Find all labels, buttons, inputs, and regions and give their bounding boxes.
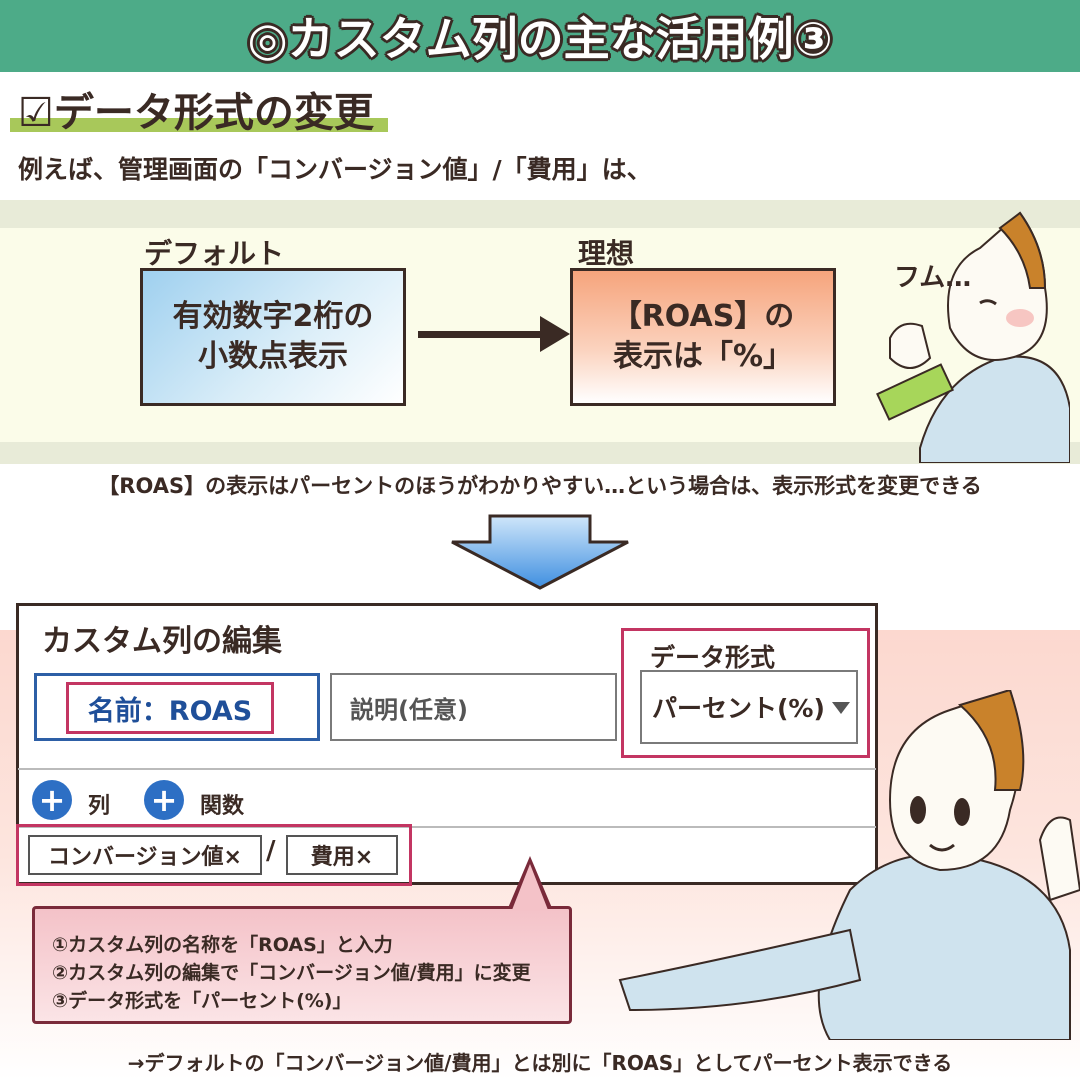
formula-operator: / <box>266 836 276 866</box>
steps-callout <box>32 906 572 1024</box>
data-format-select[interactable]: パーセント(%) <box>640 670 858 744</box>
section-underline <box>10 118 388 132</box>
character-pointing-illustration <box>618 690 1080 1040</box>
dialog-title: カスタム列の編集 <box>42 624 282 659</box>
ideal-line1: 【ROAS】の <box>611 298 795 334</box>
default-label: デフォルト <box>144 237 285 270</box>
add-column-icon[interactable]: + <box>32 780 72 820</box>
add-column-button[interactable]: 列 <box>88 794 111 819</box>
step-1: ①カスタム列の名称を「ROAS」と入力 <box>52 934 393 956</box>
custom-column-dialog <box>16 603 878 885</box>
header-band <box>0 0 1080 72</box>
callout-tail-inner <box>512 864 548 910</box>
page-title: ◎カスタム列の主な活用例③ <box>247 12 833 66</box>
intro-text: 例えば、管理画面の「コンバージョン値」/「費用」は、 <box>18 155 652 184</box>
section-title: ☑データ形式の変更 <box>18 90 374 136</box>
footer-text: →デフォルトの「コンバージョン値/費用」とは別に「ROAS」としてパーセント表示… <box>127 1051 953 1075</box>
name-value[interactable]: 名前：ROAS <box>66 682 274 734</box>
data-format-label: データ形式 <box>650 643 776 672</box>
explanation-text: 【ROAS】の表示はパーセントのほうがわかりやすい…という場合は、表示形式を変更… <box>98 474 982 498</box>
data-format-highlight <box>621 628 870 758</box>
band-bottom-stripe <box>0 442 1080 464</box>
ideal-box: 【ROAS】の 表示は「%」 <box>570 268 836 406</box>
default-line1: 有効数字2桁の <box>172 298 374 334</box>
ideal-label: 理想 <box>578 237 635 270</box>
default-line2: 小数点表示 <box>198 339 348 374</box>
character-thinking-illustration: フム… <box>876 211 1070 463</box>
ideal-line2: 表示は「%」 <box>612 339 794 374</box>
chip-cost[interactable]: 費用× <box>286 835 398 875</box>
chip-conversion-value[interactable]: コンバージョン値× <box>28 835 262 875</box>
default-box: 有効数字2桁の 小数点表示 <box>140 268 406 406</box>
arrow-head-icon <box>540 316 570 352</box>
divider <box>18 768 876 770</box>
formula-highlight <box>16 824 412 886</box>
arrow-right-icon <box>418 331 544 338</box>
add-function-icon[interactable]: + <box>144 780 184 820</box>
step-3: ③データ形式を「パーセント(%)」 <box>52 990 352 1012</box>
dropdown-caret-icon[interactable] <box>832 702 850 714</box>
band-top-stripe <box>0 200 1080 228</box>
svg-text:フム…: フム… <box>894 263 971 293</box>
add-function-button[interactable]: 関数 <box>200 794 245 819</box>
down-arrow-icon <box>451 514 629 590</box>
description-input[interactable]: 説明(任意) <box>330 673 617 741</box>
divider <box>18 826 876 828</box>
step-2: ②カスタム列の編集で「コンバージョン値/費用」に変更 <box>52 962 531 984</box>
